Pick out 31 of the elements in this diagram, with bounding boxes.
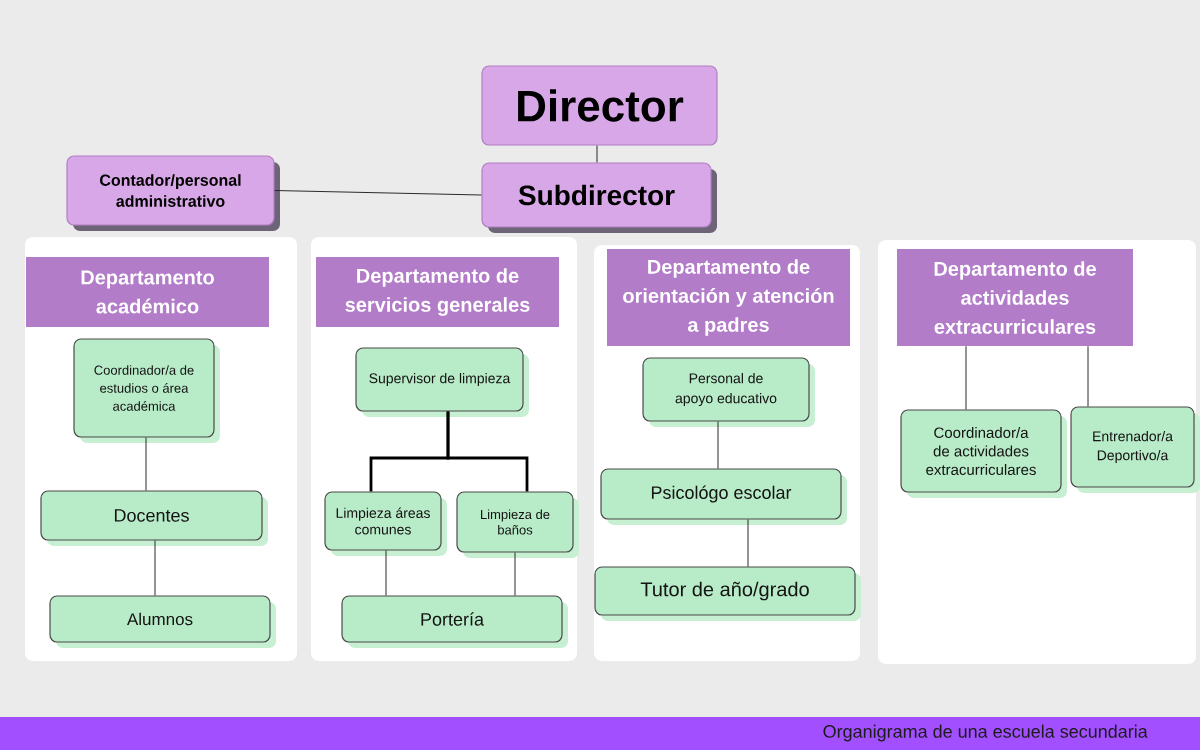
connector-line — [154, 540, 156, 596]
position-box: Personal de apoyo educativo — [642, 357, 815, 427]
position-box: Portería — [341, 595, 568, 648]
position-box: Docentes — [40, 490, 268, 546]
department-band: Departamento de actividades extracurriculares — [897, 249, 1133, 346]
position-box: Entrenador/a Deportivo/a — [1070, 406, 1200, 493]
position-box: Limpieza de baños — [456, 491, 579, 558]
connector-line — [385, 550, 387, 596]
connector-line — [596, 145, 598, 163]
department-band: Departamento de servicios generales — [316, 257, 559, 327]
role-box: Subdirector — [481, 162, 717, 233]
department-band: Departamento de orientación y atención a padres — [607, 249, 850, 346]
role-box: Director — [481, 65, 718, 146]
connector-line — [717, 421, 719, 469]
role-box: Contador/personal administrativo — [66, 155, 280, 231]
position-box: Limpieza áreas comunes — [324, 491, 447, 556]
caption: Organigrama de una escuela secundaria — [823, 724, 1148, 742]
connector-line — [965, 345, 967, 410]
position-box: Psicológo escolar — [600, 468, 847, 525]
position-box: Coordinador/a de estudios o área académica — [73, 338, 220, 443]
position-box: Alumnos — [49, 595, 276, 648]
connector-line — [145, 437, 147, 491]
connector-line — [514, 552, 516, 596]
department-band: Departamento académico — [26, 257, 269, 327]
connector-line — [446, 411, 529, 492]
connector-line — [1087, 345, 1089, 407]
position-box: Coordinador/a de actividades extracurriculares — [900, 409, 1067, 498]
position-box: Supervisor de limpieza — [355, 347, 529, 417]
connector-line — [747, 519, 749, 567]
position-box: Tutor de año/grado — [594, 566, 861, 621]
connector-line — [274, 190, 482, 196]
